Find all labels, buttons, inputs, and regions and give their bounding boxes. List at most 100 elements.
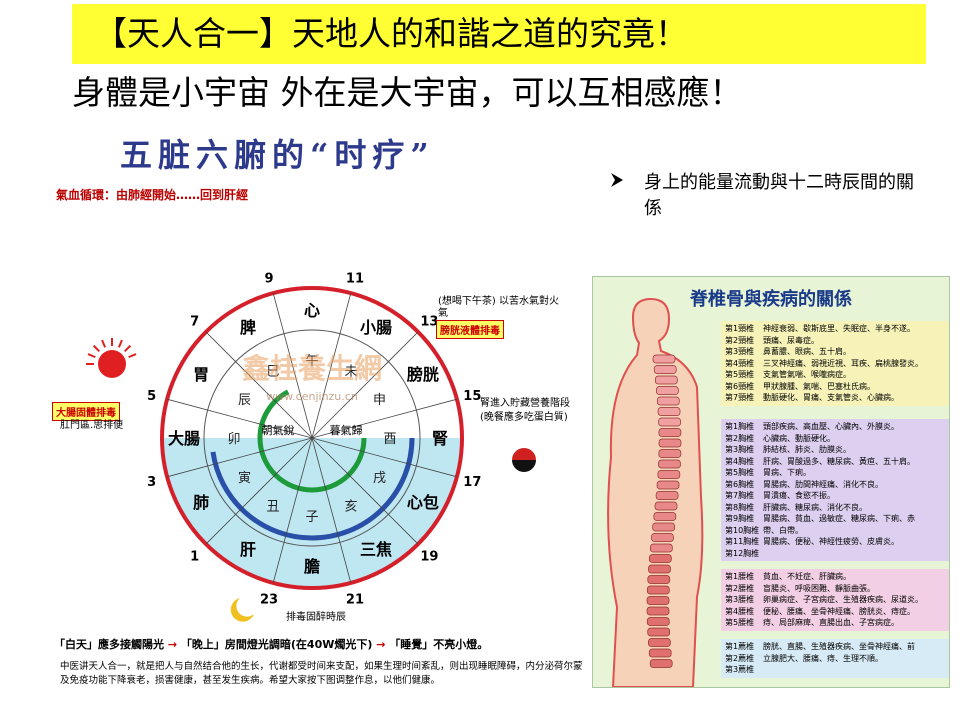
spine-disease-chart: 脊椎骨與疾病的關係 第1頸椎神經衰弱、歇斯底里、失眠症、半身不遂。第2頸椎頭痛、… [592,276,950,688]
spine-row: 第3頸椎鼻蓄膿、眼病、五十肩。 [725,346,947,358]
branch-label: 子 [305,510,318,525]
vertebra-icon [657,470,681,479]
vertebra-name: 第3腰椎 [725,595,755,604]
hour-label: 15 [463,389,481,404]
vertebra-name: 第4胸椎 [725,456,755,466]
moon-icon [230,598,254,622]
vertebra-icon [651,533,674,542]
vertebra-icon [648,564,671,574]
vertebra-icon [657,407,681,416]
clock-footnote: 中医讲天人合一，就是把人与自然结合他的生长，代谢都受时间来支配，如果生理时间紊乱… [60,661,583,686]
note-bladder-sub: (想喝下午茶) 以苦水氣對火氣 [438,296,559,319]
spine-row: 第1腰椎貧血、不妊症、肝臟病。 [725,571,947,583]
vertebra-icon [647,627,671,637]
vertebra-name: 第3薦椎 [725,665,755,674]
vertebra-icon [656,480,680,490]
branch-label: 辰 [238,393,251,408]
blue-arc [209,335,415,541]
spine-heading: 脊椎骨與疾病的關係 [690,289,852,310]
spine-row: 第2腰椎盲腸炎、呼吸困難、靜脈曲張。 [725,583,947,595]
vertebra-disease: 頭痛、尿毒症。 [763,335,819,345]
vertebra-icon [648,554,672,563]
organ-label: 心包 [407,493,439,512]
vertebra-name: 第4頸椎 [725,358,755,368]
vertebra-disease: 鼻蓄膿、眼病、五十肩。 [763,347,851,356]
vertebra-disease: 支氣管氣喘、喉嚨病症。 [763,370,851,379]
vertebra-name: 第2薦椎 [725,653,755,663]
organ-clock-svg: 心午小腸未膀胱申腎酉心包戌三焦亥膽子肝丑肺寅大腸卯胃辰脾巳11131517192… [86,272,536,622]
vertebra-name: 第5頸椎 [725,370,755,379]
vertebra-disease: 胃腸病、便秘、神經性疲勞、皮膚炎。 [763,537,899,546]
clock-spoke [167,437,313,478]
organ-clock-figure: 五脏六腑的“时疗” 氣血循環：由肺經開始……回到肝經 心午小腸未膀胱申腎酉心包戌… [40,120,590,720]
spine-row: 第1胸椎頭部疾病、高血壓、心臟內、外膜炎。 [725,421,947,433]
spine-row: 第1頸椎神經衰弱、歇斯底里、失眠症、半身不遂。 [725,323,947,335]
vertebra-disease: 貧血、不妊症、肝臟病。 [763,572,851,581]
organ-label: 肝 [240,540,256,559]
vertebra-disease: 痔、局部麻痺、直腸出血、子宮病症。 [763,618,899,627]
body-silhouette-icon [607,297,704,687]
vertebra-disease: 甲狀腺腫、氣喘、巴塞杜氏病。 [763,381,875,391]
spine-row: 第2胸椎心臟病、動脈硬化。 [725,433,947,445]
branch-label: 亥 [344,500,357,515]
vertebra-disease: 胃病、下痢。 [763,468,811,477]
vertebra-name: 第7頸椎 [725,393,755,402]
vertebra-icon [658,417,681,427]
clock-spoke [205,331,313,439]
vertebra-name: 第1薦椎 [725,642,755,651]
spine-row: 第6頸椎甲狀腺腫、氣喘、巴塞杜氏病。 [725,381,947,393]
mid-ring [203,329,421,547]
yinyang-icon [512,448,536,460]
note-bladder: 膀胱液體排毒 [436,320,504,339]
sun-ray-icon [101,339,107,348]
vertebra-name: 第4腰椎 [725,606,755,616]
branch-label: 未 [344,364,357,379]
clock-spoke [311,398,457,439]
sun-ray-icon [128,353,137,359]
clock-spoke [311,293,352,439]
spine-row: 第4頸椎三叉神經痛、弱視近視、耳疾、扁桃腺發炎。 [725,358,947,370]
vertebra-name: 第12胸椎 [725,548,760,558]
vertebra-name: 第6胸椎 [725,479,755,489]
vertebra-icon [656,386,679,395]
note-kidney: 腎進入貯藏營養階段 [480,398,570,409]
hour-label: 19 [420,549,438,564]
vertebra-icon [653,365,677,374]
vertebra-icon [652,354,676,364]
clock-heading: 五脏六腑的“时疗” [120,136,435,174]
vertebra-disease: 胃腸病、肋間神經痛、消化不良。 [763,479,883,489]
spine-row: 第10胸椎帶、白帶。 [725,525,947,537]
clock-spoke [311,437,457,478]
hour-label: 3 [147,475,156,490]
spine-row: 第4胸椎肝病、胃酸過多、糖尿病、黃疸、五十肩。 [725,456,947,468]
bullet-point: 身上的能量流動與十二時辰間的關係 [610,170,930,222]
spine-row: 第2頸椎頭痛、尿毒症。 [725,335,947,347]
vertebra-name: 第11胸椎 [725,537,760,546]
vertebra-disease: 頭部疾病、高血壓、心臟內、外膜炎。 [763,422,899,431]
organ-label: 脾 [240,318,256,337]
vertebra-icon [646,617,670,626]
clock-spoke [311,331,419,439]
vertebra-icon [655,491,679,500]
spine-row: 第11胸椎胃腸病、便秘、神經性疲勞、皮膚炎。 [725,536,947,548]
spine-row: 第2薦椎立腺肥大、腰痛、痔、生理不順。 [725,653,947,665]
hour-label: 13 [420,315,438,330]
inner-label-evening: 暮氣歸 [330,423,363,437]
vertebra-name: 第1胸椎 [725,422,755,431]
vertebra-name: 第7胸椎 [725,491,755,500]
organ-label: 膽 [304,557,320,576]
organ-label: 大腸 [168,429,200,448]
vertebra-icon [646,606,670,616]
hour-label: 7 [190,315,199,330]
branch-label: 戌 [373,471,386,486]
branch-label: 巳 [266,364,279,379]
vertebra-name: 第2頸椎 [725,335,755,345]
spine-group: 第1腰椎貧血、不妊症、肝臟病。第2腰椎盲腸炎、呼吸困難、靜脈曲張。第3腰椎卵巢病… [721,569,949,631]
sun-icon [98,350,126,378]
clock-spoke [272,437,313,583]
watermark-logo: 鑫桂養生網 [242,352,382,385]
vertebra-disease: 膀胱、直腸、生殖器疾病、坐骨神經痛、前 [763,642,915,651]
organ-label: 三焦 [360,540,392,559]
vertebra-icon [653,512,677,521]
branch-label: 丑 [266,500,279,515]
